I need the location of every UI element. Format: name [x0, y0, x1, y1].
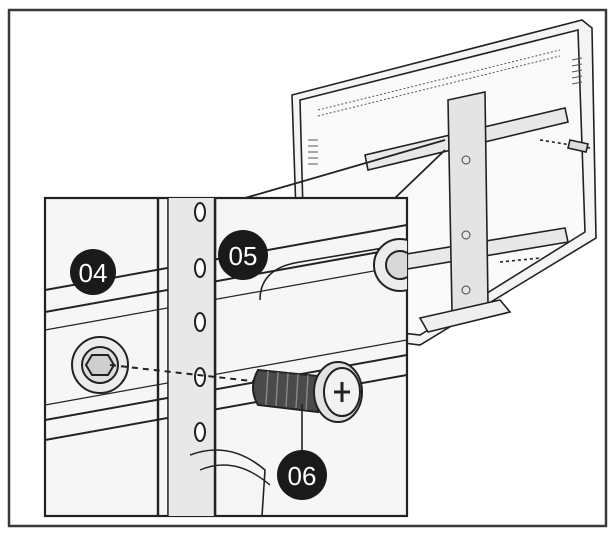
detail-inset: 04 05 06 [43, 196, 409, 518]
callout-06-label: 06 [288, 461, 317, 491]
screw [252, 361, 363, 460]
callout-04: 04 [70, 249, 116, 295]
callout-04-label: 04 [79, 258, 108, 288]
callout-06: 06 [277, 450, 327, 500]
callout-05: 05 [218, 230, 268, 280]
alignment-line [109, 364, 261, 383]
zoom-lines [244, 139, 446, 199]
callout-05-label: 05 [229, 241, 258, 271]
